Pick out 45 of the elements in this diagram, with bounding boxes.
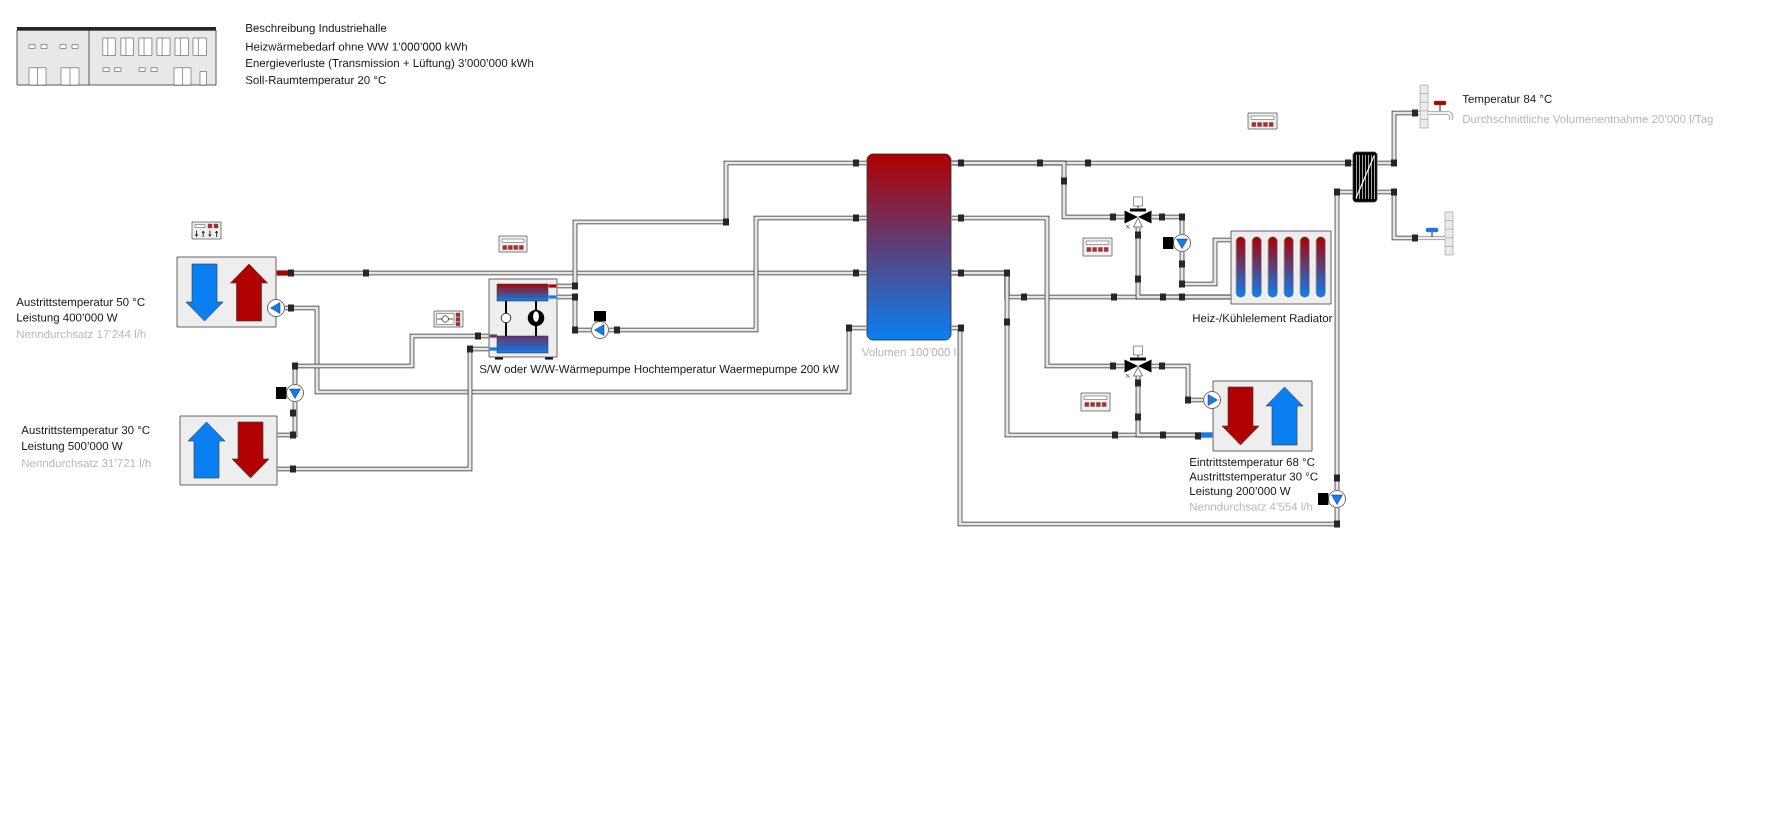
pipe: [1151, 363, 1204, 403]
spec-text: Durchschnittliche Volumenentnahme 20’000 l/Tag: [1463, 114, 1713, 126]
pipe: [284, 305, 867, 395]
pipe: [1135, 227, 1231, 300]
pump-symbol: [1203, 391, 1221, 409]
description-text: Energieverluste (Transmission + Lüftung) 3’000’000 kWh: [246, 58, 534, 70]
spec-text: Nenndurchsatz 31’721 l/h: [22, 458, 151, 468]
pump-symbol: [591, 311, 609, 339]
water-tap: [1415, 84, 1454, 129]
heat-exchanger: [176, 256, 291, 328]
spec-text: Leistung 400’000 W: [17, 313, 118, 324]
mixing-valve: [1124, 345, 1152, 378]
pump-symbol: [1163, 234, 1191, 252]
spec-text: Austrittstemperatur 50 °C: [16, 297, 145, 309]
pump-symbol: [267, 299, 285, 317]
radiator: [1230, 230, 1332, 305]
pump-symbol: [276, 384, 304, 402]
pump-symbol: [1318, 490, 1346, 508]
heat-pump: [488, 278, 558, 360]
spec-text: Nenndurchsatz 17’244 l/h: [17, 329, 146, 339]
plate-heat-exchanger: [1352, 151, 1378, 203]
pipe: [951, 160, 1125, 220]
storage-tank: [866, 153, 952, 341]
heat-exchanger: [179, 415, 278, 486]
pipe: [1179, 237, 1231, 287]
description-text: Heizwärmebedarf ohne WW 1’000’000 kWh: [246, 42, 467, 51]
pipe: [1135, 376, 1198, 438]
pipe: [557, 294, 592, 333]
water-tap: [1415, 211, 1454, 256]
pipe: [1151, 214, 1185, 235]
spec-text: Leistung 200’000 W: [1190, 486, 1291, 498]
spec-text: Leistung 500’000 W: [22, 441, 123, 453]
spec-text: Eintrittstemperatur 68 °C: [1190, 457, 1315, 469]
spec-text: Austrittstemperatur 30 °C: [1189, 472, 1318, 483]
description-text: Beschreibung Industriehalle: [246, 23, 387, 35]
pipe: [277, 401, 298, 438]
spec-text: Heiz-/Kühlelement Radiator: [1193, 313, 1333, 323]
heat-exchanger: [1197, 380, 1313, 452]
spec-text: Austrittstemperatur 30 °C: [21, 425, 150, 437]
description-text: Soll-Raumtemperatur 20 °C: [245, 75, 386, 87]
spec-text: S/W oder W/W-Wärmepumpe Hochtemperatur Waermepumpe 200 kW: [479, 364, 840, 376]
spec-text: Temperatur 84 °C: [1462, 94, 1552, 106]
mixing-valve: [1124, 196, 1152, 229]
pipe: [1334, 189, 1353, 491]
spec-text: Nenndurchsatz 4’554 l/h: [1190, 502, 1313, 511]
